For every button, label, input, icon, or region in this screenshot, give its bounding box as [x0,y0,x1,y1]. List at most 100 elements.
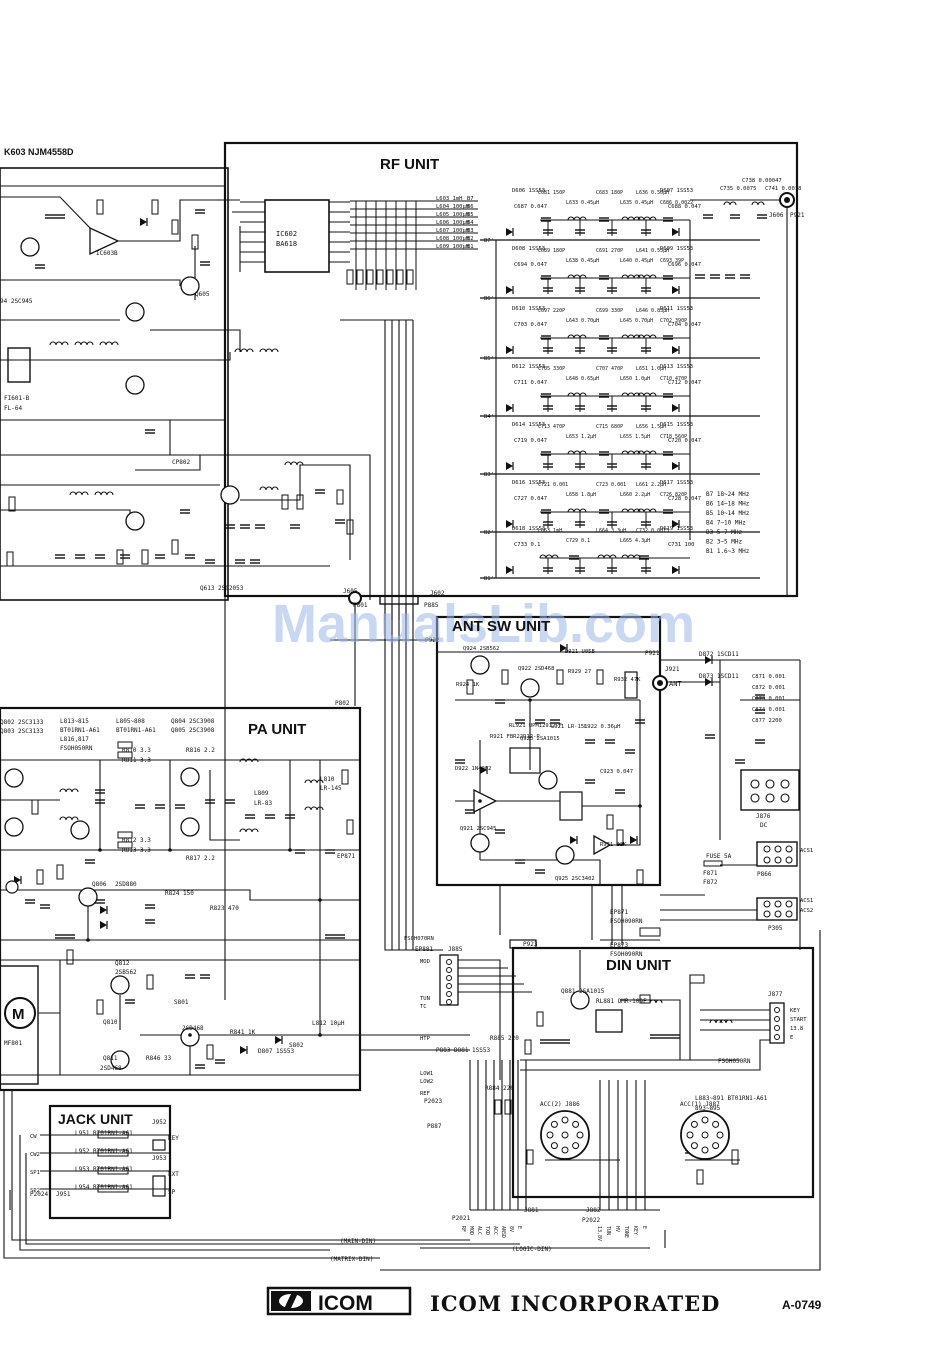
j877-pin [774,1016,780,1022]
jack-pin-label: SP1 [30,1170,40,1176]
rf-resistor [336,489,344,505]
left-panel-border [0,167,229,601]
antsw-part-label: R932 47K [614,677,641,683]
pa-wire [209,770,240,841]
bpf-part-label: C693 39P [660,258,684,264]
din-resistor [536,1011,544,1027]
logo-text: ICOM [318,1292,373,1315]
inter-unit-bus [398,604,429,951]
ant-sw-unit-border [435,615,662,887]
output-inductor [723,201,737,206]
top-left-label: K603 NJM4558D [4,147,74,157]
j876-pin [750,779,760,789]
antsw-part-label: Q925 2SC3402 [555,876,595,882]
pa-resistor [117,831,133,839]
j885-pin [446,967,452,973]
pa-resistor [117,741,133,749]
bpf-diode-label: D613 1SS53 [660,364,693,370]
junction-dot [98,848,102,852]
j882-pin-label: TONE [623,1226,629,1238]
p921-label: P921 [790,212,805,219]
bpf-part-label: L635 0.45µH [620,200,653,206]
p866-pin [763,845,771,853]
j605-jack [348,591,362,605]
antsw-diode [480,766,487,774]
rf-transistor [125,375,145,395]
company-name: ICOM INCORPORATED [430,1291,720,1316]
pa-diode [100,921,107,929]
bpf-part-label: L641 0.55µH [636,248,669,254]
bpf-part-label: L661 2.2µH [636,482,666,488]
j876-pin [780,793,790,803]
j885-pin [446,991,452,997]
bpf-inductor [567,274,587,279]
rf-wire [0,509,131,521]
band-pin-label: B7 [467,196,474,202]
d881-label: D881 1SS53 [454,1047,491,1054]
j876-label: J876 [756,813,771,820]
bpf-cap-label: C696 0.047 [668,262,701,268]
signal-label: LOW1 [420,1071,433,1077]
bpf-diode-label: D612 1SS53 [512,364,545,370]
band-resistor [406,269,414,285]
acc-din-pin [690,1142,698,1150]
pa-transistor [4,817,24,837]
jack-coil-body [97,1149,129,1157]
p305-pin [785,910,793,918]
jack-ref-label: J953 [152,1155,167,1162]
dc-cap-label: C872 0.001 [752,685,785,691]
j876-pin [780,779,790,789]
pa-part-label: Q806 [92,881,107,888]
rf-resistor [8,496,16,512]
band-resistor [356,269,364,285]
j881-pin-label: MOD [468,1226,474,1235]
ep873-label: EP873 [610,942,628,949]
pa-part-label: L810 [320,776,335,783]
p2022-label: P2022 [582,1217,600,1224]
band-resistor [396,269,404,285]
jack-pin-label: SP2 [30,1188,40,1194]
rf-wire [0,279,181,286]
rf-inductor [74,341,94,346]
bpf-diode-label: D607 1SS53 [660,188,693,194]
p885-label: P885 [424,602,439,609]
band-coil-label: L605 100µH [436,212,469,218]
r885-label: R885 220 [490,1035,519,1042]
pa-part-label: FSOH050RN [60,745,93,752]
pa-part-label: R823 470 [210,905,239,912]
band-legend-item: B7 18~24 MHz [706,491,750,498]
pa-resistor [36,869,44,885]
q613-label: Q613 2SC2053 [200,585,244,592]
antsw-transistor [538,770,558,790]
bpf-part-label: L633 0.45µH [566,200,599,206]
band-coil-label: L604 100µH [436,204,469,210]
antsw-relay [559,791,583,821]
matrix-bus [3,1090,380,1259]
antsw-part-label: R921 FBR22D12-P [490,734,540,740]
acc2-label: ACC(2) J886 [540,1101,580,1108]
band-pin-label: B2 [467,236,474,242]
antsw-comparator [593,834,612,856]
acc-din-pin [701,1146,709,1154]
pa-part-label: S802 [289,1042,304,1049]
pa-resistor [341,769,349,785]
pa-inductor [59,816,79,821]
pa-transistor [180,767,200,787]
rf-transistor [20,237,40,257]
pa-part-label: BT01RN1-A61 [116,727,156,734]
p866-pin [774,845,782,853]
band-legend-item: B5 10~14 MHz [706,510,750,517]
dc-cap-label: C873 0.001 [752,696,785,702]
ep871-label: EP871 [610,909,628,916]
pa-part-label: L812 10µH [312,1020,345,1027]
rf-resistor [116,549,124,565]
fuse-label: FUSE 5A [706,853,732,860]
j881-pin-label: 8V [508,1226,514,1232]
ant-label: ANT [669,680,682,688]
antsw-resistor [636,869,644,885]
rf-unit-title: RF UNIT [380,156,439,173]
bpf-diode-label: D609 1SS53 [660,246,693,252]
fan-motor-symbol [4,997,36,1029]
din-unit-border [511,946,815,1199]
antsw-diode [630,836,637,844]
